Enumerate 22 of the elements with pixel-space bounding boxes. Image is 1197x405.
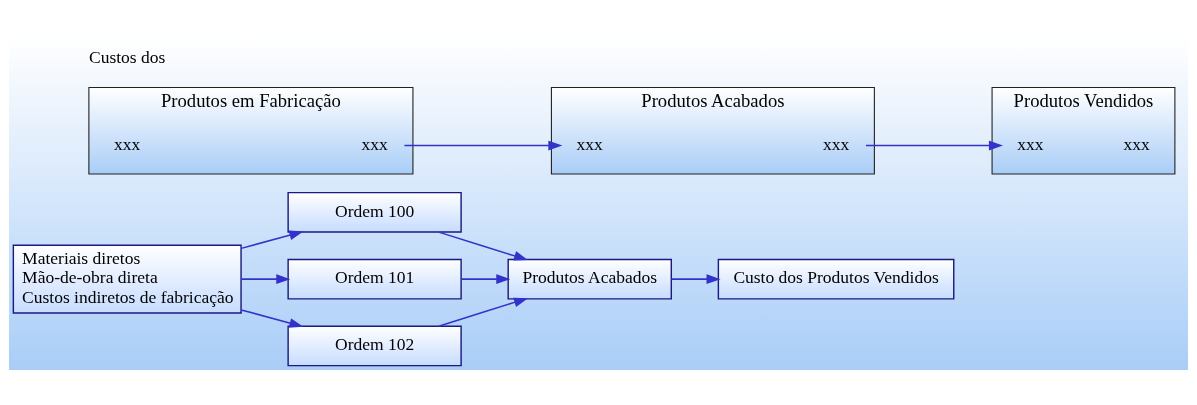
node-box: Produtos Acabados bbox=[507, 258, 672, 300]
node-text: xxx bbox=[1123, 133, 1150, 154]
node-text: xxx bbox=[822, 133, 850, 154]
arrow bbox=[240, 274, 291, 285]
node-box: Custo dos Produtos Vendidos bbox=[717, 258, 955, 300]
label: Custos dos bbox=[89, 47, 166, 68]
node-text: xxx bbox=[1017, 133, 1044, 154]
arrow bbox=[670, 274, 721, 285]
arrow bbox=[240, 309, 304, 328]
node-box: Ordem 102 bbox=[287, 325, 462, 367]
node-box: Ordem 101 bbox=[287, 258, 462, 300]
arrow bbox=[437, 297, 528, 327]
node-box: Materiais diretos Mão-de-obra direta Custos indiretos de fabricação bbox=[12, 244, 242, 314]
node-box: Ordem 100 bbox=[287, 191, 462, 233]
arrow bbox=[865, 140, 1003, 151]
node-text: xxx bbox=[576, 133, 603, 154]
arrow bbox=[437, 231, 528, 261]
arrow bbox=[240, 230, 304, 250]
arrow bbox=[460, 274, 511, 285]
arrow bbox=[403, 140, 563, 151]
node-text: xxx bbox=[361, 133, 388, 154]
node-text: xxx bbox=[114, 133, 141, 154]
